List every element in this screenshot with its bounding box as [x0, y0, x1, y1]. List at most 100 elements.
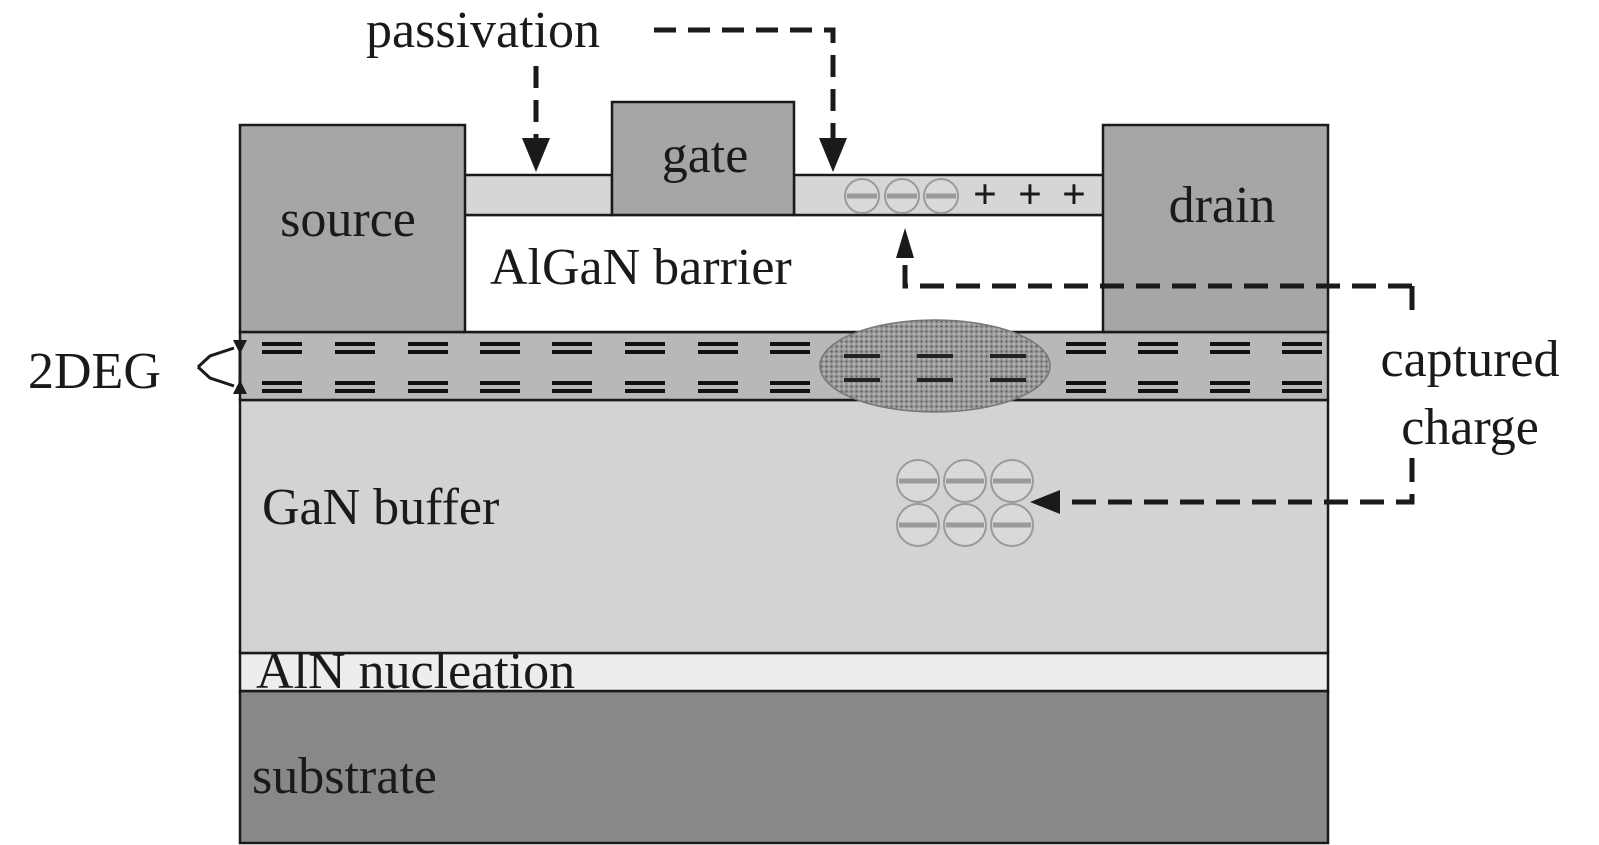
electron-dash	[990, 378, 1026, 382]
electron-dash	[1138, 342, 1178, 346]
electron-dash	[262, 389, 302, 393]
gate-label: gate	[662, 127, 749, 184]
electron-dash	[1138, 389, 1178, 393]
substrate-label: substrate	[252, 748, 437, 805]
substrate-layer	[238, 689, 1330, 845]
passivation-arrow-right	[654, 27, 836, 140]
electron-dash	[335, 342, 375, 346]
electron-dash	[552, 350, 592, 354]
electron-dash	[1066, 350, 1106, 354]
electron-dash	[698, 381, 738, 385]
electron-dash	[1210, 350, 1250, 354]
drain-label: drain	[1169, 177, 1276, 234]
negative-charge	[884, 178, 920, 214]
arrowhead-down-left	[522, 138, 550, 172]
depletion-electron-dashes	[844, 354, 1026, 382]
electron-dash	[335, 381, 375, 385]
electron-dash	[262, 381, 302, 385]
negative-charge	[943, 503, 987, 547]
electron-dash	[1210, 381, 1250, 385]
passivation-label: passivation	[366, 2, 600, 59]
electron-dash	[480, 381, 520, 385]
electron-dash	[770, 342, 810, 346]
2deg-label: 2DEG	[28, 343, 161, 400]
2deg-pointer	[196, 344, 242, 390]
electron-dash	[625, 350, 665, 354]
arrowhead-left	[1030, 490, 1060, 514]
electron-dash	[552, 389, 592, 393]
electron-dash	[408, 342, 448, 346]
electron-dash	[480, 342, 520, 346]
plus-sign: +	[1062, 172, 1086, 218]
arrowhead-up	[896, 228, 914, 258]
negative-charge	[923, 178, 959, 214]
electron-dash	[1282, 381, 1322, 385]
electron-dash	[917, 354, 953, 358]
electron-dash	[698, 350, 738, 354]
electron-dash	[552, 342, 592, 346]
electron-dash	[1282, 342, 1322, 346]
negative-charge	[990, 459, 1034, 503]
gan-buffer-label: GaN buffer	[262, 479, 499, 536]
electron-dash	[1210, 342, 1250, 346]
electron-dash	[408, 350, 448, 354]
electron-dash	[625, 342, 665, 346]
electron-dash	[1282, 350, 1322, 354]
passivation-negative-charges	[844, 178, 959, 214]
source-label: source	[280, 191, 416, 248]
electron-dash	[1066, 342, 1106, 346]
buffer-trapped-charges	[896, 459, 1034, 547]
electron-dash	[408, 381, 448, 385]
2deg-arrowhead-top	[233, 340, 247, 354]
passivation-positive-charges: + + +	[973, 172, 1086, 218]
passivation-arrows	[533, 27, 836, 140]
electron-dash	[844, 378, 880, 382]
electron-dash	[770, 350, 810, 354]
depletion-region	[819, 319, 1051, 413]
negative-charge	[896, 459, 940, 503]
captured-arrow-upper	[902, 258, 1412, 289]
negative-charge	[844, 178, 880, 214]
drain-contact	[1101, 123, 1330, 334]
negative-charge	[943, 459, 987, 503]
2deg-arrowhead-bottom	[233, 380, 247, 394]
algan-barrier-layer	[462, 213, 1106, 334]
electron-dash	[625, 389, 665, 393]
electron-dash	[262, 342, 302, 346]
captured-label: captured	[1380, 331, 1559, 388]
electron-dash	[917, 378, 953, 382]
captured-arrow-lower	[1058, 458, 1415, 505]
electron-dash	[770, 381, 810, 385]
negative-charge	[990, 503, 1034, 547]
aln-nucleation-label: AlN nucleation	[256, 643, 575, 700]
passivation-left	[462, 173, 614, 217]
electron-dash	[335, 389, 375, 393]
electron-dash	[698, 389, 738, 393]
electron-dash	[408, 389, 448, 393]
plus-sign: +	[1018, 172, 1042, 218]
electron-dash	[770, 389, 810, 393]
electron-dash	[480, 389, 520, 393]
source-contact	[238, 123, 467, 334]
negative-charge	[896, 503, 940, 547]
2deg-electron-dashes	[262, 342, 1322, 393]
electron-dash	[698, 342, 738, 346]
arrowhead-down-right	[819, 138, 847, 172]
aln-nucleation-layer	[238, 651, 1330, 693]
electron-dash	[552, 381, 592, 385]
electron-dash	[1138, 350, 1178, 354]
algan-barrier-label: AlGaN barrier	[490, 239, 792, 296]
electron-dash	[844, 354, 880, 358]
electron-dash	[990, 354, 1026, 358]
plus-sign: +	[973, 172, 997, 218]
electron-dash	[1066, 389, 1106, 393]
electron-dash	[625, 381, 665, 385]
gate-contact	[610, 100, 796, 217]
electron-dash	[335, 350, 375, 354]
electron-dash	[1066, 381, 1106, 385]
captured-charge-arrows	[902, 258, 1415, 505]
electron-dash	[1282, 389, 1322, 393]
electron-dash	[262, 350, 302, 354]
